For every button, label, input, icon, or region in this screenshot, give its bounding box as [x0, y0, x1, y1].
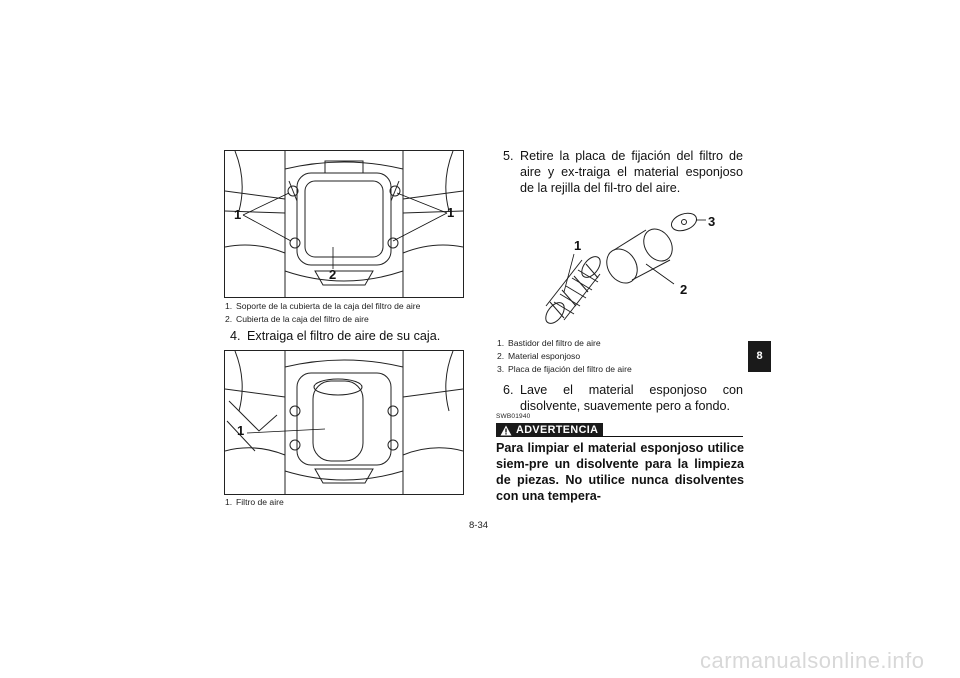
step-text: Retire la placa de fijación del filtro d…: [520, 149, 743, 195]
figure-air-filter-box: 1: [224, 350, 464, 495]
caption-item: 1.Filtro de aire: [225, 497, 284, 507]
step-number: 4.: [230, 329, 241, 343]
caption-item: 3.Placa de fijación del filtro de aire: [497, 364, 632, 374]
air-filter-illustration: [225, 351, 463, 494]
figure-airbox-cover: 1 1 2: [224, 150, 464, 298]
warning-code: SWB01940: [496, 413, 531, 420]
caption-item: 1.Bastidor del filtro de aire: [497, 338, 601, 348]
warning-label: ADVERTENCIA: [496, 423, 604, 437]
callout-2: 2: [680, 282, 688, 297]
callout-1: 1: [574, 238, 582, 253]
page-number: 8-34: [469, 520, 489, 531]
step-number: 6.: [503, 383, 514, 397]
caption-item: 2.Material esponjoso: [497, 351, 581, 361]
warning-label-text: ADVERTENCIA: [516, 424, 599, 436]
caption-item: 1.Soporte de la cubierta de la caja del …: [225, 301, 421, 311]
watermark: carmanualsonline.info: [700, 648, 925, 673]
warning-text: Para limpiar el material esponjoso utili…: [496, 441, 744, 503]
callout-2: 2: [329, 267, 337, 282]
filter-parts-illustration: [545, 212, 706, 324]
step-number: 5.: [503, 149, 514, 163]
figure2-captions: 1.Filtro de aire: [225, 496, 465, 509]
chapter-tab: 8: [748, 341, 771, 372]
step-6: 6. Lave el material esponjoso con disolv…: [503, 382, 743, 414]
caption-item: 2.Cubierta de la caja del filtro de aire: [225, 314, 369, 324]
callout-1-right: 1: [447, 205, 455, 220]
step-4: 4. Extraiga el filtro de aire de su caja…: [230, 328, 466, 344]
airbox-cover-illustration: [225, 151, 463, 297]
warning-triangle-icon: [500, 425, 512, 435]
figure3-captions: 1.Bastidor del filtro de aire 2.Material…: [497, 337, 747, 376]
step-text: Lave el material esponjoso con disolvent…: [520, 383, 743, 413]
callout-3: 3: [708, 214, 716, 229]
callout-1: 1: [237, 423, 245, 438]
figure1-captions: 1.Soporte de la cubierta de la caja del …: [225, 300, 465, 326]
callout-1-left: 1: [234, 207, 242, 222]
step-text: Extraiga el filtro de aire de su caja.: [247, 329, 441, 343]
step-5: 5. Retire la placa de fijación del filtr…: [503, 148, 743, 196]
warning-rule: [590, 436, 743, 437]
figure-filter-parts: 1 2 3: [534, 210, 724, 330]
